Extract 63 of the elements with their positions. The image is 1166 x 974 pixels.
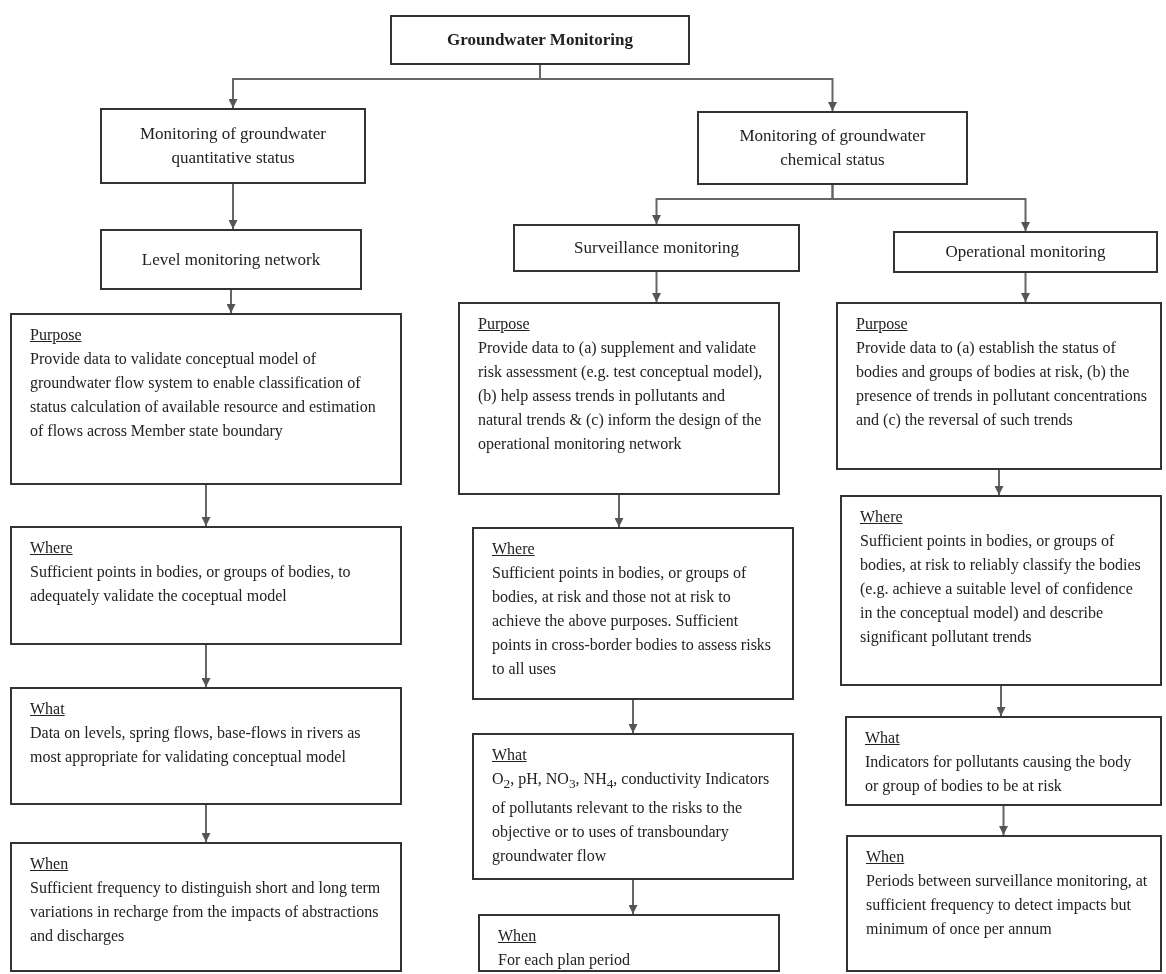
description-text: Provide data to validate conceptual model of groundwater flow system to enable classification of status calculation of available resource and estimation of flows across Member state boundary (30, 349, 377, 442)
arrow (628, 879, 638, 915)
arrow (228, 183, 238, 230)
title-label: Groundwater Monitoring (447, 29, 633, 51)
section-heading: Where (30, 538, 74, 558)
box-label: Monitoring of groundwater quantitative status (139, 123, 327, 169)
process-box (100, 108, 366, 184)
info-box (10, 526, 402, 645)
arrow (628, 699, 638, 734)
process-box (513, 224, 800, 272)
section-heading: What (30, 699, 66, 719)
arrow (831, 184, 1030, 232)
info-box (478, 914, 780, 972)
section-heading: When (498, 926, 538, 946)
info-box (840, 495, 1162, 686)
arrow (201, 644, 211, 688)
section-heading: When (866, 847, 906, 867)
info-box (472, 527, 794, 700)
arrow (539, 64, 837, 112)
process-box (893, 231, 1158, 273)
section-heading: When (30, 854, 70, 874)
description-text: Provide data to (a) establish the status of bodies and groups of bodies at risk, (b) the presence of trends in pollutant concentrations and (c) the reversal of such trends (856, 338, 1148, 431)
process-box (390, 15, 690, 65)
info-box (836, 302, 1162, 470)
section-heading: Purpose (30, 325, 83, 346)
info-box (10, 842, 402, 972)
arrow (226, 289, 236, 314)
info-box (846, 835, 1162, 972)
section-heading: Where (492, 539, 536, 559)
section-heading: Purpose (856, 314, 909, 335)
section-heading: Where (860, 507, 904, 527)
arrow (1021, 272, 1030, 303)
description-text: Sufficient points in bodies, or groups of bodies, at risk to reliably classify the bodies (e.g. achieve a suitable level of confidence in the conceptual model) and describe significant pollutant trends (860, 531, 1142, 648)
info-box (10, 687, 402, 805)
process-box (100, 229, 362, 290)
box-label: Level monitoring network (141, 248, 321, 271)
section-heading: What (492, 745, 528, 765)
description-text: Provide data to (a) supplement and validate risk assessment (e.g. test conceptual model), (b) help assess trends in pollutants and natural trends & (c) inform the design of the operational monitoring network (478, 338, 764, 455)
arrow (999, 805, 1008, 836)
section-heading: Purpose (478, 314, 531, 335)
arrow (614, 494, 624, 528)
arrow (201, 484, 211, 527)
arrow (652, 271, 661, 303)
description-text: Sufficient points in bodies, or groups of bodies, at risk and those not at risk to achieve the above purposes. Sufficient points in cross-border bodies to assess risks to all uses (492, 563, 773, 679)
section-heading: What (865, 728, 901, 748)
info-box (458, 302, 780, 495)
box-label: Surveillance monitoring (574, 237, 739, 259)
description-text: Data on levels, spring flows, base-flows in rivers as most appropriate for validating conceptual model (30, 723, 362, 768)
description-text: Periods between surveillance monitoring, at sufficient frequency to detect impacts but minimum of once per annum (866, 871, 1148, 940)
arrow (201, 804, 211, 843)
info-box (10, 313, 402, 485)
process-box (697, 111, 968, 185)
info-box (472, 733, 794, 880)
description-text: Sufficient frequency to distinguish short and long term variations in recharge from the impacts of abstractions and discharges (30, 878, 382, 947)
arrow (994, 469, 1004, 496)
description-text: O$_{2}$, pH, NO$_{3}$, NH$_{4}$, conductivity Indicators of pollutants relevant to the risks to the objective or to uses of transboundary groundwater flow (492, 769, 771, 867)
description-text: Sufficient points in bodies, or groups of bodies, to adequately validate the coceptual model (30, 562, 352, 607)
description-text: Indicators for pollutants causing the body or group of bodies to be at risk (865, 752, 1133, 797)
box-label: Operational monitoring (945, 241, 1106, 263)
arrow (996, 685, 1006, 717)
box-label: Monitoring of groundwater chemical status (738, 125, 927, 171)
description-text: For each plan period (498, 950, 631, 971)
info-box (845, 716, 1162, 806)
